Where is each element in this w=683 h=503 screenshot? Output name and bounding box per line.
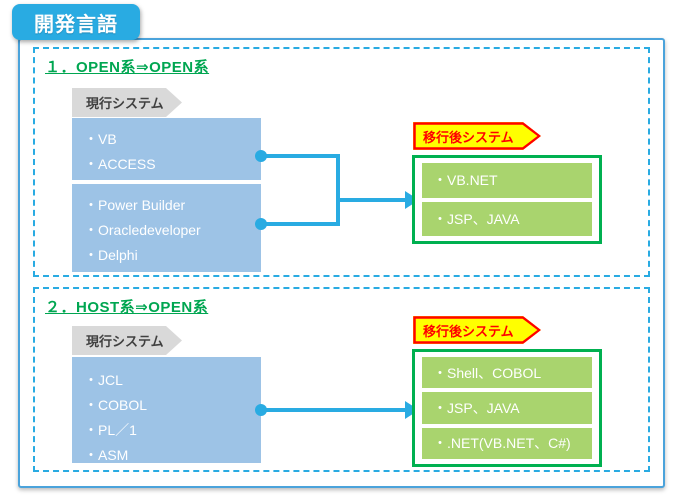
source-item: ・VB [84,131,117,147]
section-2-source-box-1: ・JCL ・COBOL ・PL／1 ・ASM [72,357,261,463]
section-host-to-open: ２．HOST系⇒OPEN系 [33,287,650,472]
source-item: ・Delphi [84,247,138,263]
target-item: ・.NET(VB.NET、C#) [422,427,592,459]
target-item: ・VB.NET [422,163,592,198]
target-item: ・JSP、JAVA [422,392,592,424]
source-tag-label: 現行システム [86,334,164,349]
section-2-source-tag: 現行システム [72,326,182,355]
section-1-source-box-2: ・Power Builder ・Oracledeveloper ・Delphi [72,184,261,272]
target-tag-label: 移行後システム [423,323,514,339]
section-1-source-box-1: ・VB ・ACCESS [72,118,261,180]
section-2-target-tag: 移行後システム [413,316,541,344]
section-1-target-container: ・VB.NET ・JSP、JAVA [412,155,602,244]
section-open-to-open: １．OPEN系⇒OPEN系 [33,47,650,277]
target-item: ・JSP、JAVA [422,201,592,236]
source-item: ・ASM [84,447,129,463]
source-item: ・PL／1 [84,422,137,438]
title-tab: 開発言語 [12,4,140,40]
source-item: ・COBOL [84,397,148,413]
source-item: ・JCL [84,372,123,388]
section-2-target-container: ・Shell、COBOL ・JSP、JAVA ・.NET(VB.NET、C#) [412,349,602,467]
section-1-target-tag: 移行後システム [413,122,541,150]
section-1-title: １．OPEN系⇒OPEN系 [45,59,210,76]
section-1-source-tag: 現行システム [72,88,182,117]
source-item: ・Oracledeveloper [84,222,201,238]
target-item: ・Shell、COBOL [422,357,592,389]
target-tag-label: 移行後システム [423,129,514,145]
source-item: ・Power Builder [84,197,186,213]
page-title: 開発言語 [34,13,118,36]
section-2-title: ２．HOST系⇒OPEN系 [45,299,209,316]
source-tag-label: 現行システム [86,96,164,111]
source-item: ・ACCESS [84,156,156,172]
